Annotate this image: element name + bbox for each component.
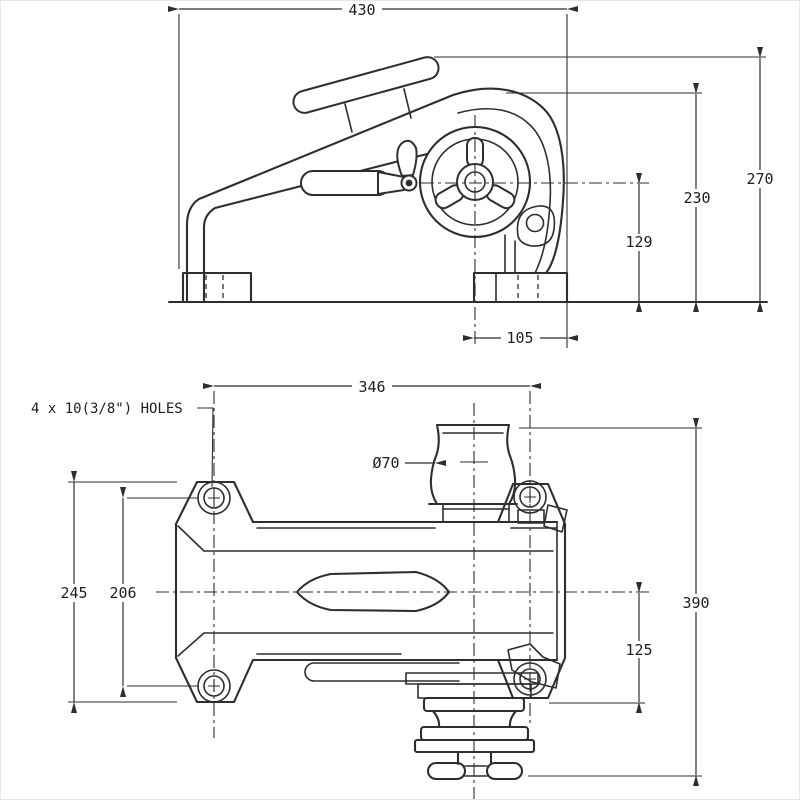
dim-129-halo bbox=[620, 234, 658, 251]
cleat-stem bbox=[344, 88, 412, 133]
dim-245-halo bbox=[54, 584, 94, 602]
cleat-handle bbox=[292, 56, 440, 114]
drum-base bbox=[442, 503, 510, 523]
dim-105-label: 105 bbox=[506, 329, 533, 347]
dim-390-label: 390 bbox=[682, 594, 709, 612]
left-foot bbox=[181, 271, 253, 304]
housing-leg-lines bbox=[504, 234, 516, 274]
dim-125-halo bbox=[620, 641, 658, 658]
right-foot bbox=[472, 271, 569, 304]
clutch-link bbox=[377, 171, 405, 195]
drum-profile bbox=[427, 423, 519, 506]
capstan-upper-flange bbox=[422, 696, 526, 713]
mounting-holes bbox=[197, 480, 547, 703]
dim-430-label: 430 bbox=[348, 1, 375, 19]
dim-270-label: 270 bbox=[746, 170, 773, 188]
dim-245-ext-lines bbox=[68, 481, 177, 703]
side-elevation-view: 430 270 230 129 105 bbox=[167, 1, 781, 348]
holes-note-label: 4 x 10(3/8") HOLES bbox=[31, 401, 183, 417]
dim-270-halo bbox=[741, 170, 781, 188]
center-handle-boss bbox=[295, 570, 451, 613]
lever-arm-outer-edge bbox=[185, 93, 455, 303]
dim-245: 245 bbox=[54, 471, 177, 713]
pawl-hook bbox=[396, 139, 418, 177]
mounting-hole-bottom-right bbox=[513, 662, 547, 696]
plan-view: 346 Ø70 245 206 390 bbox=[31, 378, 716, 799]
dim-105-halo bbox=[501, 330, 540, 346]
dim-105: 105 bbox=[463, 329, 578, 347]
dim-129: 129 bbox=[620, 173, 658, 312]
left-foot-bolt-hidden-lines bbox=[205, 275, 224, 300]
crank-bar bbox=[464, 765, 488, 777]
pawl-pivot-bolt-center bbox=[405, 179, 413, 187]
mounting-hole-top-right bbox=[513, 480, 547, 514]
lower-capstan-assembly bbox=[405, 643, 561, 781]
housing-ear-hole bbox=[525, 213, 545, 233]
dim-206: 206 bbox=[103, 487, 199, 697]
dim-70: Ø70 bbox=[372, 454, 446, 472]
drum-clutch-tab bbox=[517, 509, 545, 524]
dim-206-halo bbox=[103, 584, 143, 602]
body-top-band bbox=[177, 525, 558, 552]
capstan-plate-lower bbox=[417, 683, 532, 699]
crank-knob-left bbox=[426, 761, 467, 781]
dim-346: 346 bbox=[203, 378, 541, 396]
dim-125-label: 125 bbox=[625, 641, 652, 659]
capstan-base-plate bbox=[413, 738, 536, 754]
pawl-lever-plan bbox=[507, 643, 561, 689]
crank-knob-right bbox=[485, 761, 524, 781]
dim-206-ext-lines bbox=[127, 497, 199, 687]
dim-346-label: 346 bbox=[358, 378, 385, 396]
chain-stripper-bar bbox=[304, 662, 460, 682]
dim-245-label: 245 bbox=[60, 584, 87, 602]
dim-70-label: Ø70 bbox=[372, 454, 399, 472]
drum-clutch-lever bbox=[543, 504, 568, 533]
dim-125: 125 bbox=[549, 582, 658, 713]
dim-430: 430 bbox=[168, 1, 578, 348]
clutch-lever-bar bbox=[300, 170, 391, 196]
dim-230-label: 230 bbox=[683, 189, 710, 207]
dim-346-halo bbox=[352, 378, 392, 394]
lever-arm-inner-edge bbox=[202, 152, 429, 303]
housing-ear bbox=[516, 205, 556, 247]
dim-230: 230 bbox=[506, 83, 717, 312]
holes-note: 4 x 10(3/8") HOLES bbox=[31, 401, 214, 488]
mounting-hole-top-left bbox=[197, 481, 231, 515]
dim-430-halo bbox=[342, 1, 382, 17]
dim-270: 270 bbox=[434, 47, 781, 312]
holes-note-leader bbox=[197, 407, 214, 488]
dim-129-label: 129 bbox=[625, 233, 652, 251]
right-foot-bolt-hidden-lines bbox=[517, 275, 539, 300]
warping-drum bbox=[427, 423, 568, 533]
body-bottom-band bbox=[177, 632, 554, 657]
dim-390-ext-lines bbox=[519, 427, 702, 777]
dim-390-halo bbox=[676, 594, 716, 612]
dim-230-halo bbox=[677, 189, 717, 207]
dim-390: 390 bbox=[519, 418, 716, 786]
housing-outer-profile bbox=[451, 87, 565, 275]
dim-206-label: 206 bbox=[109, 584, 136, 602]
